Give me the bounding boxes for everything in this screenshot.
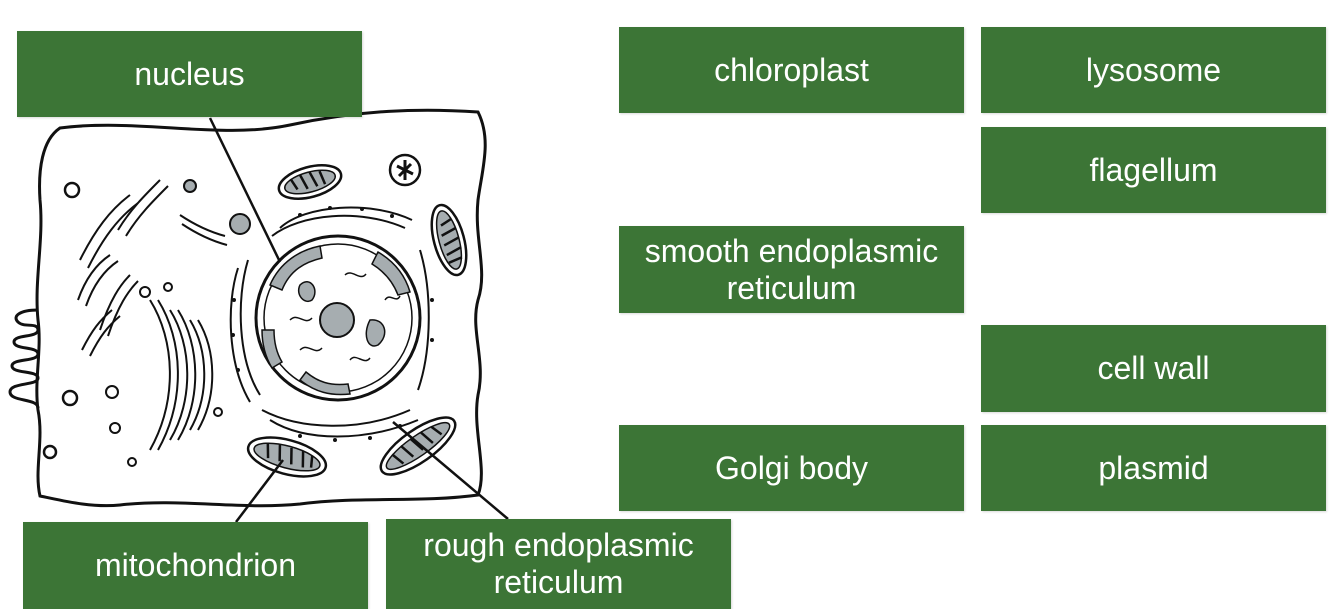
label-plasmid[interactable]: plasmid [981,425,1326,511]
nucleus-leader-line [208,117,282,263]
rough-er-leader-line [392,421,509,520]
vesicle [163,282,173,292]
label-cell-wall[interactable]: cell wall [981,325,1326,412]
animal-cell-diagram [8,108,509,523]
lysosome-dot [229,213,251,235]
label-nucleus[interactable]: nucleus [17,31,362,117]
vesicle [42,444,58,460]
label-lysosome[interactable]: lysosome [981,27,1326,113]
label-rough-endoplasmic-reticulum[interactable]: rough endoplasmic reticulum [386,519,731,609]
centriole-shape [388,153,422,187]
lysosome-dot [183,179,197,193]
label-flagellum[interactable]: flagellum [981,127,1326,213]
vesicle [63,181,81,199]
vesicle [109,422,121,434]
label-golgi-body[interactable]: Golgi body [619,425,964,511]
mitochondrion-shape [430,203,468,277]
vesicle [127,457,137,467]
mitochondrion-shape [277,164,343,200]
nucleus-shape [254,234,422,402]
vesicle [139,286,151,298]
vesicle [213,407,223,417]
label-mitochondrion[interactable]: mitochondrion [23,522,368,609]
mitochondrion-leader-line [235,459,284,523]
golgi-shape [149,214,228,451]
microvilli [8,308,40,409]
vesicle [61,389,79,407]
label-smooth-endoplasmic-reticulum[interactable]: smooth endoplasmic reticulum [619,226,964,313]
label-chloroplast[interactable]: chloroplast [619,27,964,113]
mitochondrion-shape [246,436,328,478]
vesicle [105,385,119,399]
smooth-er-shape [77,179,169,357]
